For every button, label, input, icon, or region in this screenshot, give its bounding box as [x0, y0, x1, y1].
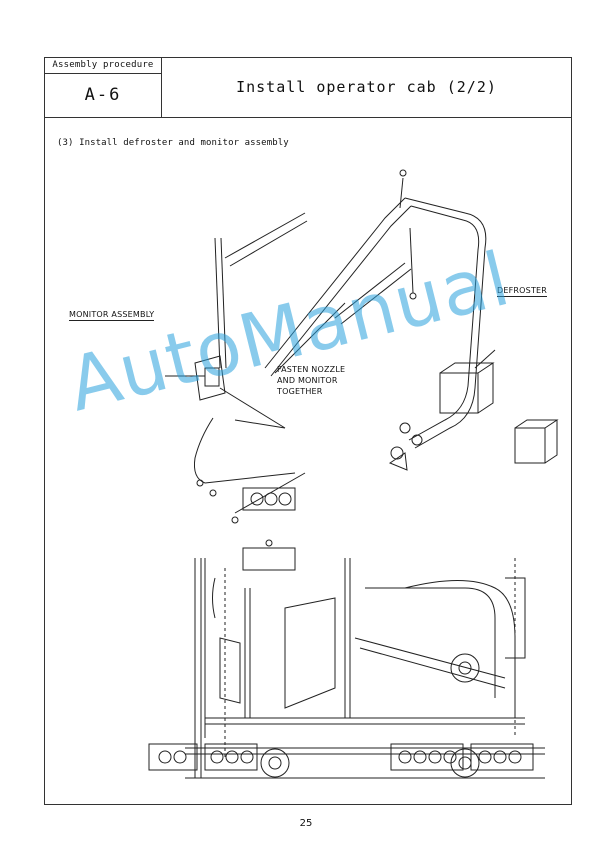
callout-defroster: DEFROSTER [497, 286, 548, 297]
callout-fasten-line-3: TOGETHER [277, 387, 323, 396]
page-frame: Assembly procedure A-6 Install operator … [44, 57, 572, 805]
procedure-code: A-6 [84, 85, 122, 105]
defroster-duct [224, 169, 487, 449]
leader-lines [165, 349, 496, 429]
procedure-label: Assembly procedure [45, 58, 161, 74]
cab-frame-drawing [185, 558, 545, 779]
callout-fasten-nozzle: FASTEN NOZZLE AND MONITOR TOGETHER [277, 364, 345, 397]
page-title: Install operator cab (2/2) [236, 78, 497, 96]
assembly-drawing [165, 169, 559, 779]
part-tags [242, 539, 296, 571]
procedure-box: Assembly procedure A-6 [45, 58, 162, 117]
callout-fasten-line-1: FASTEN NOZZLE [277, 365, 346, 374]
step-caption: (3) Install defroster and monitor assemb… [57, 138, 289, 148]
page-number: 25 [299, 818, 313, 829]
part-tag-boxes [148, 487, 534, 771]
defroster-unit-drawing [388, 362, 559, 471]
callout-fasten-line-2: AND MONITOR [277, 376, 338, 385]
callout-monitor-assembly: MONITOR ASSEMBLY [69, 310, 155, 321]
header-table: Assembly procedure A-6 Install operator … [45, 58, 571, 118]
